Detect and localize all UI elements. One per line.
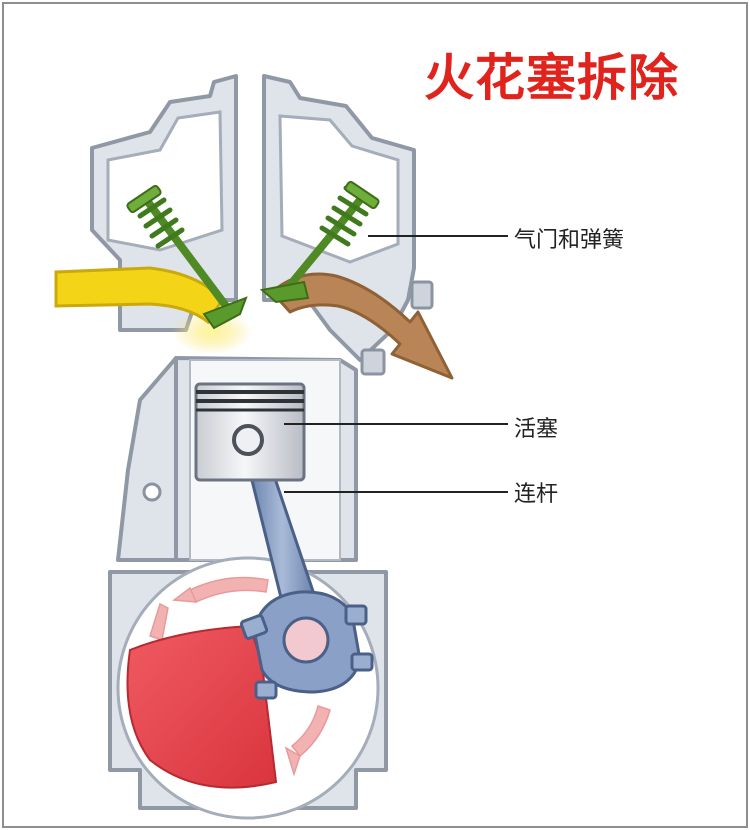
block-bolt-hole bbox=[142, 482, 162, 502]
diagram-title: 火花塞拆除 bbox=[424, 49, 679, 107]
piston bbox=[194, 382, 306, 482]
exhaust-flow bbox=[270, 272, 454, 380]
label-connecting-rod: 连杆 bbox=[514, 482, 559, 507]
rotation-arrows bbox=[149, 576, 331, 777]
label-piston: 活塞 bbox=[514, 417, 559, 442]
exhaust-valve-assembly bbox=[259, 180, 380, 304]
crank-counterweight bbox=[126, 624, 278, 789]
head-bolts bbox=[360, 280, 434, 376]
intake-valve-assembly bbox=[126, 184, 248, 330]
head-cavities bbox=[106, 110, 400, 264]
leader-lines bbox=[284, 235, 508, 493]
label-valve-spring: 气门和弹簧 bbox=[514, 228, 625, 253]
combustion-glow bbox=[172, 310, 252, 354]
connecting-rod-big-end bbox=[239, 590, 374, 700]
